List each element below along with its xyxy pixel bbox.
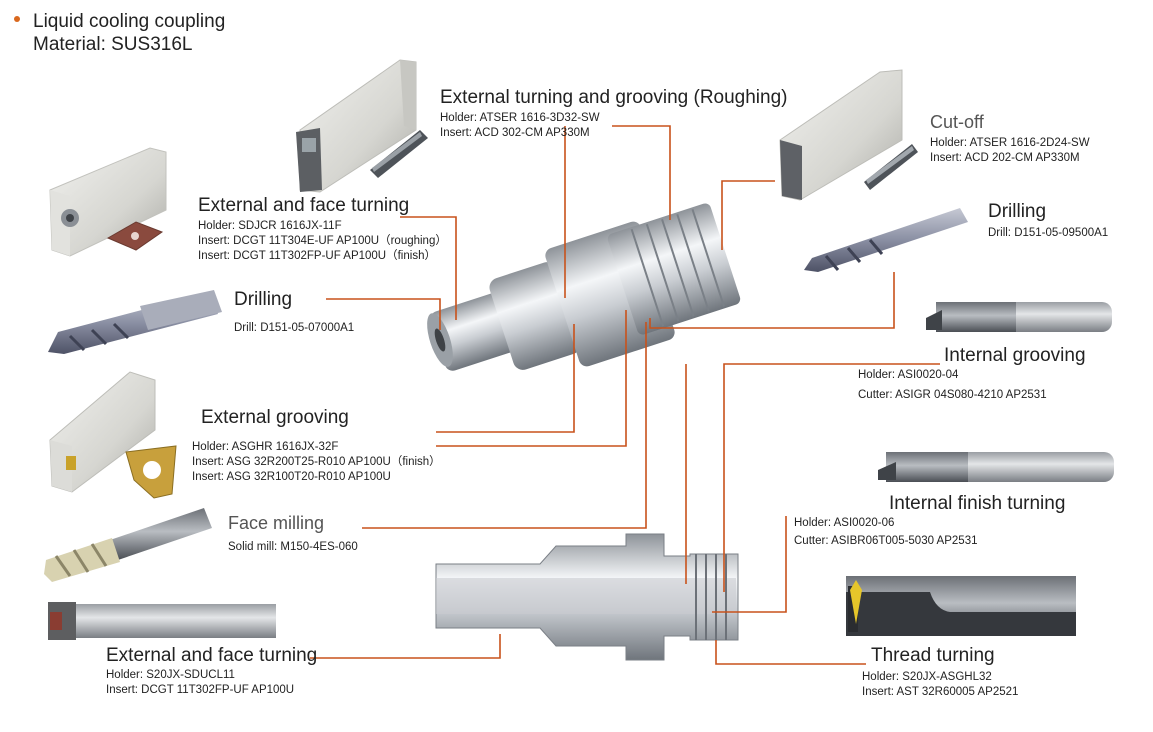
leader-ext-face1 (400, 216, 457, 320)
op-int-finish-title: Internal finish turning (889, 493, 1066, 514)
op-ext-rough-line-2: Insert: ACD 302-CM AP330M (440, 127, 590, 139)
op-int-finish-line-1: Holder: ASI0020-06 (794, 517, 895, 529)
op-int-finish-line-2: Cutter: ASIBR06T005-5030 AP2531 (794, 535, 978, 547)
face-mill-image (44, 508, 212, 582)
leader-lines (310, 125, 940, 665)
op-drill-right-title: Drilling (988, 201, 1047, 222)
holder-ext-face1-image (49, 147, 167, 257)
leader-cutoff (721, 180, 775, 250)
op-drill-right: Drilling Drill: D151-05-09500A1 (988, 201, 1108, 241)
op-ext-face2-line-2: Insert: DCGT 11T302FP-UF AP100U (106, 684, 295, 696)
leader-face-mill (362, 322, 647, 529)
leader-int-groove (723, 363, 940, 592)
op-ext-face1-line-2: Insert: DCGT 11T304E-UF AP100U（roughing） (198, 235, 447, 247)
op-ext-face1: External and face turning Holder: SDJCR … (198, 195, 447, 264)
op-ext-groove-line-1: Holder: ASGHR 1616JX-32F (192, 441, 339, 453)
leader-thread (715, 640, 866, 665)
op-ext-face2: External and face turning Holder: S20JX-… (106, 645, 317, 698)
title-bullet (14, 16, 20, 22)
material-label: Material: SUS316L (33, 34, 193, 55)
drill-right-image (804, 208, 968, 272)
holder-ext-rough-image (296, 59, 428, 193)
op-cutoff: Cut-off Holder: ATSER 1616-2D24-SW Inser… (930, 112, 1090, 166)
leader-ext-face2 (310, 634, 501, 659)
leader-drill-left (326, 298, 441, 330)
coupling-part-image (427, 203, 741, 371)
op-drill-right-line-1: Drill: D151-05-09500A1 (988, 227, 1109, 239)
op-int-groove-line-2: Cutter: ASIGR 04S080-4210 AP2531 (858, 389, 1047, 401)
op-int-finish: Internal finish turning Holder: ASI0020-… (794, 493, 1065, 549)
op-drill-left-title: Drilling (234, 289, 293, 310)
section-part-image (435, 533, 739, 661)
leader-ext-groove-1 (436, 324, 575, 433)
drill-left-image (48, 290, 222, 354)
op-thread: Thread turning Holder: S20JX-ASGHL32 Ins… (862, 645, 1018, 700)
op-ext-groove-line-2: Insert: ASG 32R200T25-R010 AP100U（finish… (192, 456, 441, 468)
holder-ext-face2-image (48, 602, 276, 640)
op-int-groove-line-1: Holder: ASI0020-04 (858, 369, 959, 381)
op-drill-left: Drilling Drill: D151-05-07000A1 (234, 289, 354, 336)
leader-ext-rough-2 (612, 125, 671, 220)
holder-cutoff-image (779, 69, 918, 201)
op-ext-face1-line-1: Holder: SDJCR 1616JX-11F (198, 220, 342, 232)
op-cutoff-line-1: Holder: ATSER 1616-2D24-SW (930, 137, 1090, 149)
op-face-mill-line-1: Solid mill: M150-4ES-060 (228, 541, 358, 553)
op-ext-face1-line-3: Insert: DCGT 11T302FP-UF AP100U（finish） (198, 250, 436, 262)
op-ext-groove: External grooving Holder: ASGHR 1616JX-3… (192, 407, 441, 485)
op-face-mill: Face milling Solid mill: M150-4ES-060 (228, 513, 358, 555)
leader-drill-right (649, 272, 895, 329)
page-title: Liquid cooling coupling (33, 11, 226, 32)
op-ext-rough-title: External turning and grooving (Roughing) (440, 87, 788, 108)
op-ext-face2-line-1: Holder: S20JX-SDUCL11 (106, 669, 235, 681)
holder-thread-image (846, 576, 1076, 636)
op-ext-face1-title: External and face turning (198, 195, 410, 216)
op-face-mill-title: Face milling (228, 513, 325, 533)
op-drill-left-line-1: Drill: D151-05-07000A1 (234, 322, 355, 334)
op-ext-face2-title: External and face turning (106, 645, 318, 666)
op-int-groove: Internal grooving Holder: ASI0020-04 Cut… (858, 345, 1086, 403)
bar-int-finish-image (878, 452, 1114, 482)
bar-int-groove-image (926, 302, 1112, 332)
op-thread-line-2: Insert: AST 32R60005 AP2521 (862, 686, 1019, 698)
op-cutoff-title: Cut-off (930, 112, 984, 132)
op-ext-groove-line-3: Insert: ASG 32R100T20-R010 AP100U (192, 471, 391, 483)
op-ext-rough-line-1: Holder: ATSER 1616-3D32-SW (440, 112, 600, 124)
holder-ext-groove-image (49, 371, 177, 499)
op-ext-rough: External turning and grooving (Roughing)… (440, 87, 788, 141)
op-thread-title: Thread turning (871, 645, 995, 666)
op-thread-line-1: Holder: S20JX-ASGHL32 (862, 671, 992, 683)
op-cutoff-line-2: Insert: ACD 202-CM AP330M (930, 152, 1080, 164)
leader-int-finish (712, 516, 787, 613)
op-ext-groove-title: External grooving (201, 407, 349, 428)
leader-ext-groove-2 (436, 310, 627, 447)
op-int-groove-title: Internal grooving (944, 345, 1086, 366)
